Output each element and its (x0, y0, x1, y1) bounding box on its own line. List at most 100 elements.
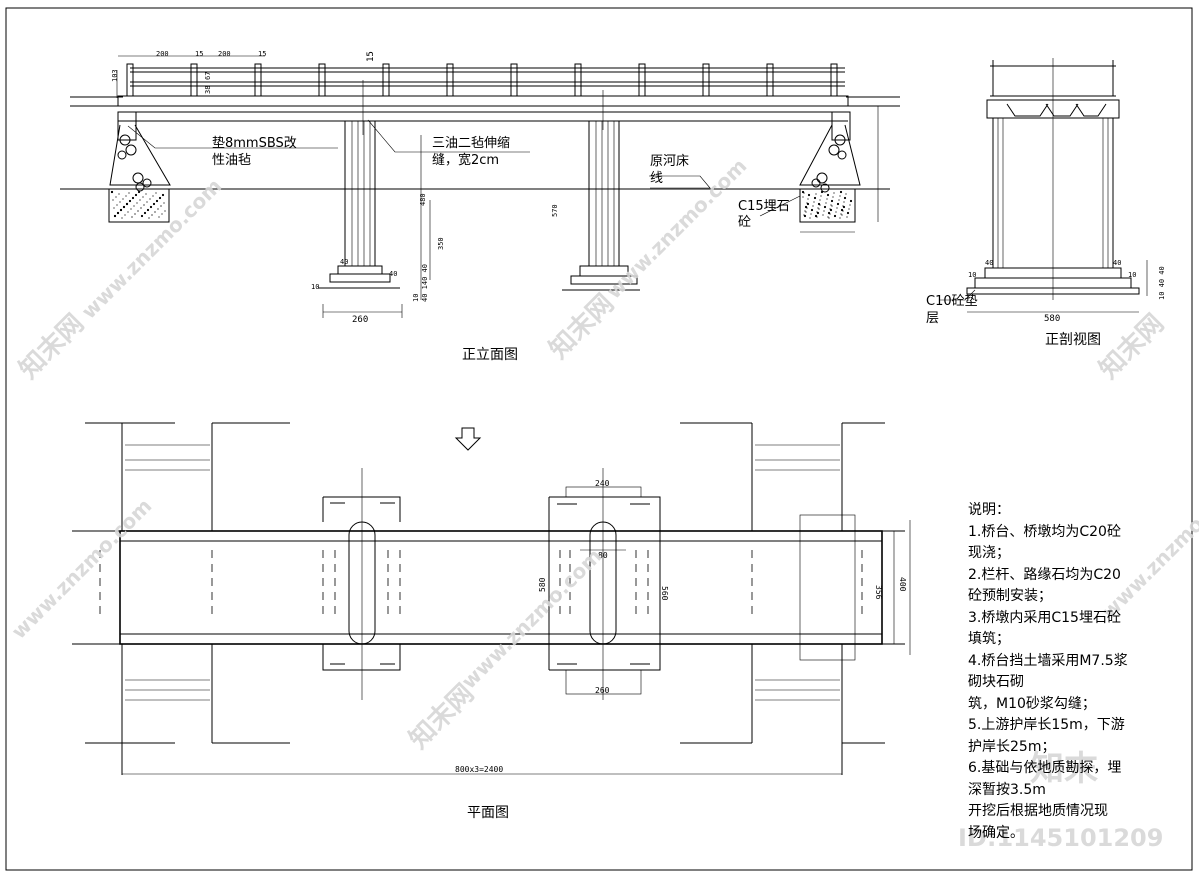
plan-pier-right (548, 468, 661, 700)
note-line: 1.桥台、桥墩均为C20砼 (968, 523, 1121, 540)
section-texts: 40 40 10 10 10 40 40 580 C10砼垫 层 正剖视图 (926, 259, 1166, 348)
dim-text: 40 (340, 258, 348, 266)
note-line: 3.桥墩内采用C15埋石砼 (968, 609, 1121, 626)
watermark-logo: 知末 (1030, 749, 1098, 789)
note-line: 深暂按3.5m (968, 781, 1046, 798)
dim-text: 10 (968, 271, 976, 279)
watermark-cn: 知末网 (14, 309, 90, 385)
note-line: 砼预制安装； (968, 588, 1052, 604)
railing-post (510, 63, 518, 97)
pier-left (318, 120, 400, 289)
label-c10-2: 层 (926, 311, 939, 326)
note-line: 护岸长25m； (968, 738, 1056, 755)
dim-text: 38 (204, 86, 212, 94)
rubble-stone-hatch-icon (117, 134, 847, 193)
title-elevation: 正立面图 (462, 347, 518, 363)
plan-pier-left (322, 468, 401, 700)
watermark-site: www.znzmo.com (457, 544, 607, 694)
watermark-site: www.znzmo.com (77, 174, 227, 324)
deck-slab (117, 95, 849, 107)
label-c15-1: C15埋石 (738, 199, 790, 214)
note-line: 现浇； (968, 545, 1010, 561)
railing-post (126, 63, 134, 97)
dim-text: 40 (985, 259, 993, 267)
design-notes: 说明： 1.桥台、桥墩均为C20砼 现浇； 2.栏杆、路缘石均为C20 砼预制安… (968, 500, 1168, 844)
plan-texts: 240 80 580 560 260 356 400 800x3=2400 平面… (455, 479, 907, 821)
watermark-id: ID:1145101209 (958, 824, 1163, 852)
note-line: 场确定。 (968, 824, 1024, 841)
dim-text: 67 (204, 72, 212, 80)
label-riverbed-2: 线 (650, 171, 663, 186)
elevation-labels: 垫8mmSBS改 性油毡 三油二毡伸缩 缝，宽2cm 原河床 线 C15埋石 砼… (212, 135, 790, 363)
dim-text: 480 (419, 193, 427, 206)
dim-text: 15 (258, 50, 266, 58)
dim-text: 800x3=2400 (455, 765, 503, 774)
dim-text: 40 (1113, 259, 1121, 267)
elevation-view (60, 55, 900, 318)
wing-walls (85, 422, 885, 775)
label-sbs-1: 垫8mmSBS改 (212, 135, 297, 151)
dim-text: 240 (595, 479, 610, 488)
note-line: 砌块石砌 (968, 674, 1024, 690)
label-joint-2: 缝，宽2cm (432, 152, 499, 168)
elevation-dimensions: 200 15 200 15 15 103 38 67 40 40 10 480 … (111, 50, 559, 325)
note-line: 4.桥台挡土墙采用M7.5浆 (968, 652, 1128, 669)
dim-text: 40 140 40 (421, 264, 429, 302)
pier-right (562, 120, 640, 291)
dim-text: 80 (598, 551, 608, 560)
label-riverbed-1: 原河床 (650, 154, 689, 169)
label-sbs-2: 性油毡 (212, 153, 251, 168)
dim-text: 10 (412, 294, 420, 302)
concrete-speckle (110, 190, 853, 219)
dim-text: 200 (218, 50, 231, 58)
watermark-cn: 知末网 (544, 289, 620, 365)
notes-heading: 说明： (968, 502, 1010, 518)
dim-text: 10 (1128, 271, 1136, 279)
railing-posts (126, 63, 838, 97)
dim-text: 560 (660, 586, 669, 601)
dim-text: 580 (538, 577, 547, 592)
drawing-frame (5, 7, 1193, 871)
dim-text: 15 (195, 50, 203, 58)
railing-post (574, 63, 582, 97)
railing-post (702, 63, 710, 97)
dim-text: 400 (898, 577, 907, 592)
dim-text: 350 (437, 237, 445, 250)
dim-text: 570 (551, 204, 559, 217)
dim-text: 10 (311, 283, 319, 291)
watermark-site: www.znzmo.com (7, 494, 157, 644)
title-section: 正剖视图 (1045, 332, 1101, 348)
dim-text: 40 (389, 270, 397, 278)
footing-left (108, 188, 170, 223)
label-c15-2: 砼 (738, 215, 751, 230)
railing-post (190, 63, 198, 97)
note-line: 2.栏杆、路缘石均为C20 (968, 566, 1121, 583)
dim-text: 15 (366, 51, 376, 62)
north-arrow-icon (454, 427, 482, 451)
note-line: 填筑； (968, 631, 1010, 647)
dim-text: 103 (111, 69, 119, 82)
label-joint-1: 三油二毡伸缩 (432, 135, 510, 151)
railing-post (254, 63, 262, 97)
railing-post (318, 63, 326, 97)
dim-text: 356 (874, 585, 883, 600)
note-line: 开挖后根据地质情况现 (968, 803, 1108, 819)
plan-deck (119, 530, 883, 645)
note-line: 5.上游护岸长15m，下游 (968, 717, 1125, 733)
dim-text: 10 40 40 (1158, 266, 1166, 300)
plan-view (72, 422, 911, 775)
dim-text: 260 (595, 686, 610, 695)
title-plan: 平面图 (467, 805, 509, 821)
dim-text: 260 (352, 315, 368, 325)
watermark-cn: 知末网 (1094, 309, 1170, 385)
railing-post (638, 63, 646, 97)
label-c10-1: C10砼垫 (926, 293, 978, 309)
dim-text: 200 (156, 50, 169, 58)
note-line: 筑，M10砂浆勾缝； (968, 695, 1096, 712)
railing-post (446, 63, 454, 97)
section-view (940, 58, 1148, 313)
railing-post (766, 63, 774, 97)
dim-text: 580 (1044, 314, 1060, 324)
note-line: 6.基础与依地质勘探，埋 (968, 760, 1122, 776)
